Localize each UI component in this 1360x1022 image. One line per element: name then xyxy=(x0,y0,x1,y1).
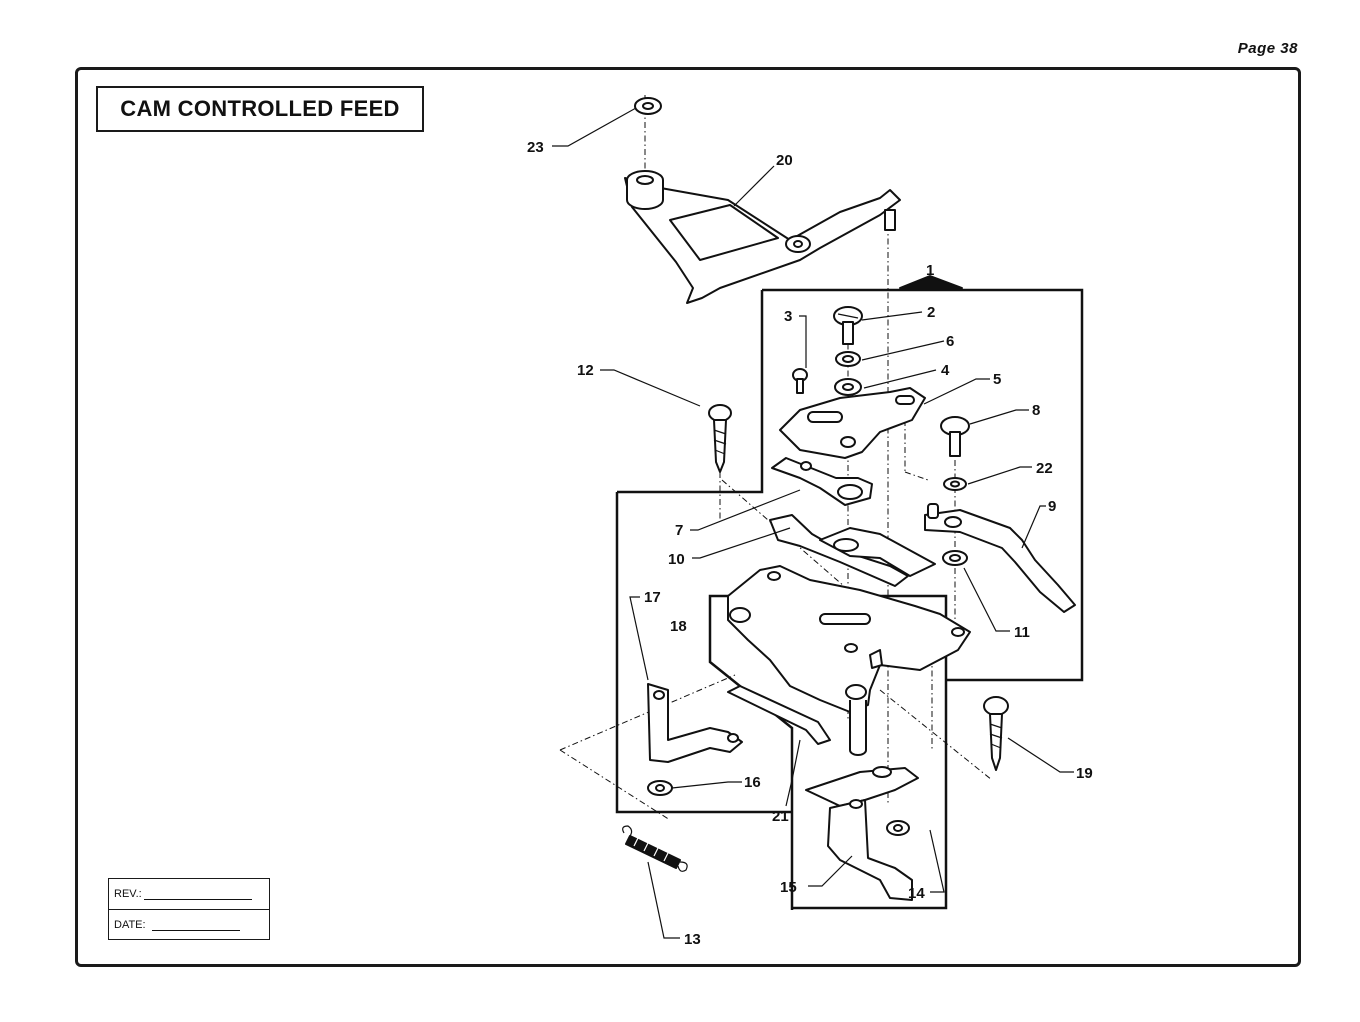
part-14-clip xyxy=(886,820,910,836)
part-23-clip xyxy=(634,97,662,115)
date-blank-line xyxy=(151,920,240,931)
part-18-feed-plate xyxy=(727,565,971,756)
callout-15: 15 xyxy=(780,879,797,896)
part-20-crank-arm xyxy=(624,170,901,304)
leader-lines xyxy=(552,107,1074,939)
part-9-feed-lever xyxy=(924,503,1076,613)
callout-1: 1 xyxy=(926,262,934,279)
callout-8: 8 xyxy=(1032,402,1040,419)
part-13-spring xyxy=(622,825,688,872)
callout-20: 20 xyxy=(776,152,793,169)
boundary-arrow xyxy=(899,275,963,289)
part-17-bracket xyxy=(647,683,743,763)
callout-17: 17 xyxy=(644,589,661,606)
callout-5: 5 xyxy=(993,371,1001,388)
part-16-clip xyxy=(647,780,673,796)
date-label: DATE: xyxy=(114,919,146,931)
part-3-small-screw xyxy=(792,368,808,394)
callout-3: 3 xyxy=(784,308,792,325)
callout-9: 9 xyxy=(1048,498,1056,515)
rev-blank-line xyxy=(143,889,252,900)
callout-labels: 1 2 3 4 5 6 7 8 9 10 11 12 13 14 15 16 1… xyxy=(527,139,1093,948)
callout-23: 23 xyxy=(527,139,544,156)
page-number: Page 38 xyxy=(1237,40,1298,57)
callout-13: 13 xyxy=(684,931,701,948)
callout-10: 10 xyxy=(668,551,685,568)
part-5-link-plate xyxy=(779,387,926,459)
callout-7: 7 xyxy=(675,522,683,539)
callout-16: 16 xyxy=(744,774,761,791)
part-8-screw xyxy=(940,416,970,457)
callout-6: 6 xyxy=(946,333,954,350)
date-row: DATE: xyxy=(109,909,269,940)
callout-14: 14 xyxy=(908,885,925,902)
callout-21: 21 xyxy=(772,808,789,825)
assembly-boundary xyxy=(615,288,1084,910)
callout-19: 19 xyxy=(1076,765,1093,782)
part-10-cam-plate xyxy=(769,514,936,587)
revision-block: REV.: DATE: xyxy=(108,878,270,940)
rev-row: REV.: xyxy=(109,879,269,909)
page-frame xyxy=(75,67,1301,967)
part-12-screw xyxy=(708,404,732,473)
part-21-rod xyxy=(727,685,831,745)
part-22-washer xyxy=(943,477,967,491)
part-15-bracket xyxy=(805,766,919,901)
callout-22: 22 xyxy=(1036,460,1053,477)
callout-11: 11 xyxy=(1014,624,1030,641)
part-6-washer xyxy=(835,351,861,367)
part-19-screw xyxy=(983,696,1009,771)
part-11-washer xyxy=(942,550,968,566)
part-4-washer xyxy=(834,378,862,396)
callout-2: 2 xyxy=(927,304,935,321)
callout-4: 4 xyxy=(941,362,950,379)
rev-label: REV.: xyxy=(114,888,142,900)
callout-12: 12 xyxy=(577,362,594,379)
part-7-link-plate xyxy=(771,457,873,506)
diagram-title: CAM CONTROLLED FEED xyxy=(96,86,424,132)
part-2-screw xyxy=(833,306,863,345)
callout-18: 18 xyxy=(670,618,687,635)
